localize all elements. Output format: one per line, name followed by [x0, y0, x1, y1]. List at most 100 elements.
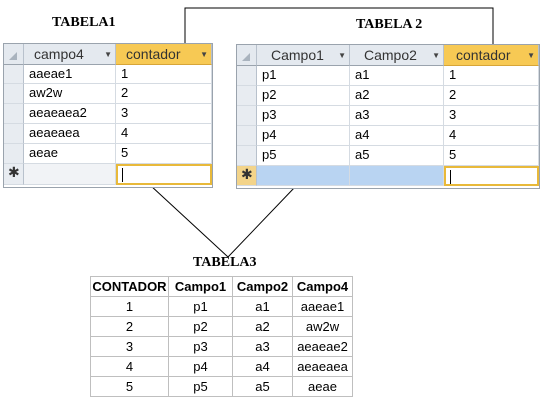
- table-cell[interactable]: 2: [444, 86, 539, 106]
- top-bracket-line: [184, 7, 494, 44]
- select-all-icon: [9, 52, 17, 60]
- column-header: Campo1: [168, 276, 233, 297]
- table-cell[interactable]: 1: [444, 66, 539, 86]
- column-header-campo2[interactable]: Campo2 ▼: [350, 45, 444, 66]
- table-cell: 4: [90, 356, 169, 377]
- column-header-label: contador: [126, 46, 181, 62]
- table-cell: p4: [168, 356, 233, 377]
- table-cell[interactable]: a5: [350, 146, 444, 166]
- column-header-contador[interactable]: contador ▼: [444, 45, 539, 66]
- column-header: Campo4: [292, 276, 353, 297]
- new-record-cell[interactable]: [350, 166, 444, 186]
- record-selector[interactable]: [237, 106, 257, 126]
- table-cell[interactable]: aaeae1: [24, 65, 116, 84]
- tabela2-datasheet: Campo1 ▼ Campo2 ▼ contador ▼ p1 a1 1 p2 …: [236, 44, 540, 189]
- tabela1-caption: TABELA1: [52, 15, 116, 30]
- table-cell[interactable]: aeaeaea: [24, 124, 116, 144]
- table-cell[interactable]: p2: [257, 86, 350, 106]
- table-cell[interactable]: 3: [444, 106, 539, 126]
- table-cell[interactable]: p3: [257, 106, 350, 126]
- record-selector[interactable]: [4, 84, 24, 104]
- select-all-icon: [242, 53, 250, 61]
- new-record-cell-active[interactable]: [116, 164, 212, 185]
- table-header-row: CONTADOR Campo1 Campo2 Campo4: [90, 276, 353, 297]
- table-cell: a5: [232, 376, 293, 397]
- table-cell: 3: [90, 336, 169, 357]
- new-record-selector[interactable]: ✱: [4, 164, 24, 185]
- table-cell: aeaeaea: [292, 356, 353, 377]
- new-record-star-icon: ✱: [241, 167, 253, 183]
- new-record-cell[interactable]: [24, 164, 116, 185]
- table-cell[interactable]: p4: [257, 126, 350, 146]
- new-record-selector[interactable]: ✱: [237, 166, 257, 186]
- right-diagonal-line: [227, 186, 296, 258]
- table-cell[interactable]: p1: [257, 66, 350, 86]
- tabela3-caption: TABELA3: [193, 255, 257, 270]
- table-cell: a1: [232, 296, 293, 317]
- table-cell[interactable]: 1: [116, 65, 212, 84]
- record-selector[interactable]: [237, 66, 257, 86]
- tabela1-datasheet: campo4 ▼ contador ▼ aaeae1 1 aw2w 2 aeae…: [3, 43, 213, 188]
- table-cell[interactable]: aeae: [24, 144, 116, 164]
- record-selector[interactable]: [237, 146, 257, 166]
- tabela2-caption: TABELA 2: [356, 17, 423, 32]
- new-record-cell-active[interactable]: [444, 166, 539, 186]
- text-cursor: [450, 170, 451, 184]
- record-selector[interactable]: [237, 86, 257, 106]
- column-header: Campo2: [232, 276, 293, 297]
- select-all-corner[interactable]: [4, 44, 24, 65]
- dropdown-arrow-icon[interactable]: ▼: [338, 51, 346, 60]
- table-cell[interactable]: p5: [257, 146, 350, 166]
- table-cell: 5: [90, 376, 169, 397]
- table-cell: 2: [90, 316, 169, 337]
- table-cell: aw2w: [292, 316, 353, 337]
- table-cell: aeaeae2: [292, 336, 353, 357]
- record-selector[interactable]: [4, 144, 24, 164]
- dropdown-arrow-icon[interactable]: ▼: [527, 51, 535, 60]
- record-selector[interactable]: [237, 126, 257, 146]
- table-cell: a4: [232, 356, 293, 377]
- select-all-corner[interactable]: [237, 45, 257, 66]
- table-cell: p2: [168, 316, 233, 337]
- table-cell: p5: [168, 376, 233, 397]
- column-header: CONTADOR: [90, 276, 169, 297]
- text-cursor: [122, 168, 123, 182]
- table-cell[interactable]: 4: [116, 124, 212, 144]
- table-cell: a2: [232, 316, 293, 337]
- column-header-campo1[interactable]: Campo1 ▼: [257, 45, 350, 66]
- column-header-contador[interactable]: contador ▼: [116, 44, 212, 65]
- table-cell: aeae: [292, 376, 353, 397]
- table-cell[interactable]: aw2w: [24, 84, 116, 104]
- column-header-label: Campo1: [271, 47, 324, 63]
- record-selector[interactable]: [4, 124, 24, 144]
- table-cell[interactable]: 2: [116, 84, 212, 104]
- table-cell[interactable]: aeaeaea2: [24, 104, 116, 124]
- new-record-cell[interactable]: [257, 166, 350, 186]
- table-cell: 1: [90, 296, 169, 317]
- table-row: 3 p3 a3 aeaeae2: [90, 336, 353, 357]
- column-header-campo4[interactable]: campo4 ▼: [24, 44, 116, 65]
- table-cell[interactable]: 3: [116, 104, 212, 124]
- record-selector[interactable]: [4, 104, 24, 124]
- column-header-label: campo4: [34, 46, 84, 62]
- column-header-label: contador: [456, 47, 511, 63]
- table-cell[interactable]: a1: [350, 66, 444, 86]
- table-row: 1 p1 a1 aaeae1: [90, 296, 353, 317]
- table-cell[interactable]: 5: [116, 144, 212, 164]
- dropdown-arrow-icon[interactable]: ▼: [200, 50, 208, 59]
- record-selector[interactable]: [4, 65, 24, 84]
- table-cell[interactable]: a4: [350, 126, 444, 146]
- dropdown-arrow-icon[interactable]: ▼: [432, 51, 440, 60]
- table-cell[interactable]: a2: [350, 86, 444, 106]
- left-diagonal-line: [149, 184, 229, 258]
- table-row: 5 p5 a5 aeae: [90, 376, 353, 397]
- table-cell: p1: [168, 296, 233, 317]
- table-row: 4 p4 a4 aeaeaea: [90, 356, 353, 377]
- new-record-star-icon: ✱: [8, 165, 20, 181]
- table-cell[interactable]: 4: [444, 126, 539, 146]
- table-cell: p3: [168, 336, 233, 357]
- dropdown-arrow-icon[interactable]: ▼: [104, 50, 112, 59]
- table-cell[interactable]: 5: [444, 146, 539, 166]
- table-cell[interactable]: a3: [350, 106, 444, 126]
